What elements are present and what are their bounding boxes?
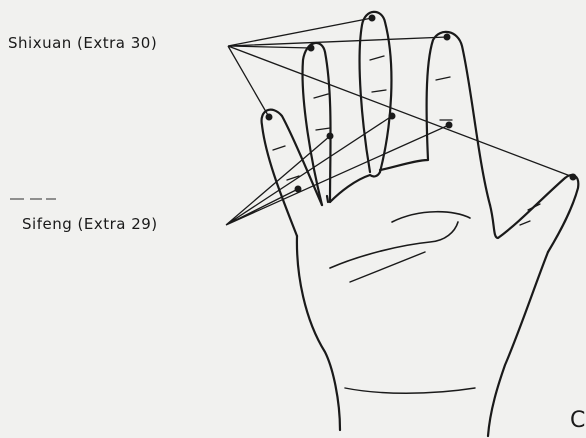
little-finger <box>262 110 322 236</box>
hand-outline <box>262 12 579 436</box>
palm-right-edge <box>488 252 548 436</box>
thumb <box>490 175 578 252</box>
shixuan-label: Shixuan (Extra 30) <box>8 34 157 52</box>
sifeng-label: Sifeng (Extra 29) <box>22 215 158 233</box>
palm-left-edge <box>297 236 340 430</box>
pencil-dash-mark <box>8 196 68 202</box>
sifeng-leaders <box>226 116 449 225</box>
palm-crease-2 <box>330 222 458 268</box>
figure-corner-letter: C <box>570 408 586 433</box>
web-lines <box>330 172 380 202</box>
thumb-creases <box>520 204 540 225</box>
acupoint-dots <box>266 15 577 193</box>
palm-crease-1 <box>392 212 470 222</box>
leader-lines <box>226 18 573 225</box>
wrist-crease <box>345 388 475 393</box>
index-finger <box>380 32 490 205</box>
shixuan-leaders <box>228 18 573 177</box>
